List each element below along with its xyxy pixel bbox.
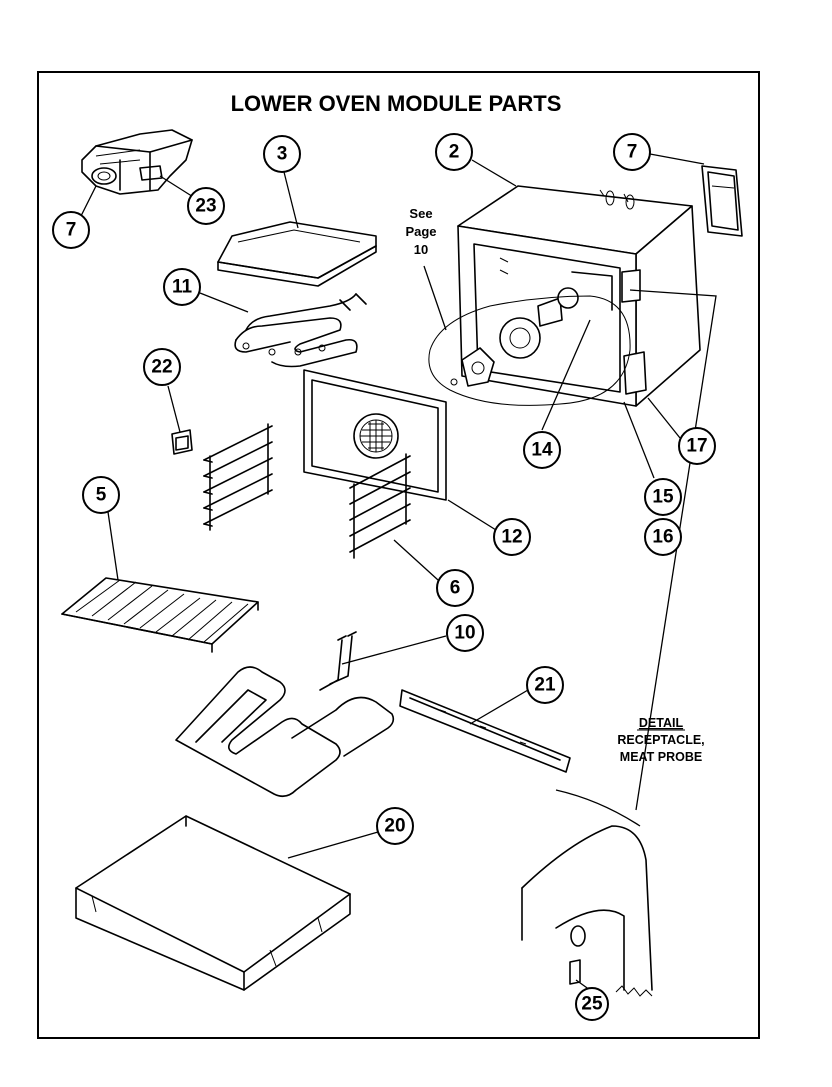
svg-text:23: 23: [195, 196, 216, 217]
svg-text:20: 20: [384, 816, 405, 837]
callout-2: 2: [435, 133, 473, 171]
part-drawer-pan: [75, 815, 351, 991]
diagram-title: LOWER OVEN MODULE PARTS: [231, 91, 562, 116]
part-broil-element: [234, 293, 367, 368]
callout-21: 21: [526, 666, 564, 704]
svg-text:15: 15: [652, 487, 674, 508]
callout-6: 6: [436, 569, 474, 607]
callout-15: 15: [644, 478, 682, 516]
svg-text:2: 2: [449, 142, 460, 163]
svg-text:See: See: [409, 206, 432, 221]
callout-10: 10: [446, 614, 484, 652]
svg-text:16: 16: [652, 527, 673, 548]
callout-22: 22: [143, 348, 181, 386]
callout-7-left: 7: [52, 211, 90, 249]
svg-text:21: 21: [534, 675, 556, 696]
part-tray-plate: [217, 221, 377, 287]
callout-14: 14: [523, 431, 561, 469]
svg-text:RECEPTACLE,: RECEPTACLE,: [617, 733, 704, 747]
part-rack-support-left: [203, 423, 273, 531]
part-back-panel: [303, 369, 447, 501]
svg-text:3: 3: [277, 144, 288, 165]
see-page-region: [428, 295, 631, 406]
part-oven-rack: [61, 577, 259, 653]
part-strip-bracket: [399, 689, 571, 773]
part-small-bracket: [171, 429, 193, 455]
svg-text:22: 22: [151, 357, 172, 378]
callout-12: 12: [493, 518, 531, 556]
svg-text:14: 14: [531, 440, 553, 461]
callout-16: 16: [644, 518, 682, 556]
svg-text:MEAT PROBE: MEAT PROBE: [620, 750, 702, 764]
svg-text:25: 25: [581, 994, 603, 1015]
callout-7-right: 7: [613, 133, 651, 171]
callout-20: 20: [376, 807, 414, 845]
part-top-cover-assembly: [81, 129, 193, 195]
part-bake-element: [175, 631, 395, 798]
svg-text:10: 10: [454, 623, 475, 644]
callout-17: 17: [678, 427, 716, 465]
callout-11: 11: [163, 268, 201, 306]
see-page-note: See Page 10: [405, 206, 436, 257]
diagram-frame: [37, 71, 760, 1039]
callout-25: 25: [575, 987, 609, 1021]
svg-text:Page: Page: [405, 224, 436, 239]
callout-5: 5: [82, 476, 120, 514]
svg-text:5: 5: [96, 485, 107, 506]
part-oven-cavity: [457, 185, 701, 407]
part-side-panel: [701, 165, 743, 237]
svg-text:10: 10: [414, 242, 428, 257]
svg-text:DETAIL: DETAIL: [639, 716, 684, 730]
callout-23: 23: [187, 187, 225, 225]
part-probe-receptacle-detail: [521, 825, 653, 997]
svg-text:12: 12: [501, 527, 522, 548]
svg-text:7: 7: [627, 142, 638, 163]
svg-text:7: 7: [66, 220, 77, 241]
svg-text:6: 6: [450, 578, 461, 599]
part-rack-support-right: [349, 453, 411, 559]
svg-text:17: 17: [686, 436, 707, 457]
callout-3: 3: [263, 135, 301, 173]
detail-note: DETAIL RECEPTACLE, MEAT PROBE: [617, 716, 704, 764]
svg-text:11: 11: [172, 277, 193, 298]
